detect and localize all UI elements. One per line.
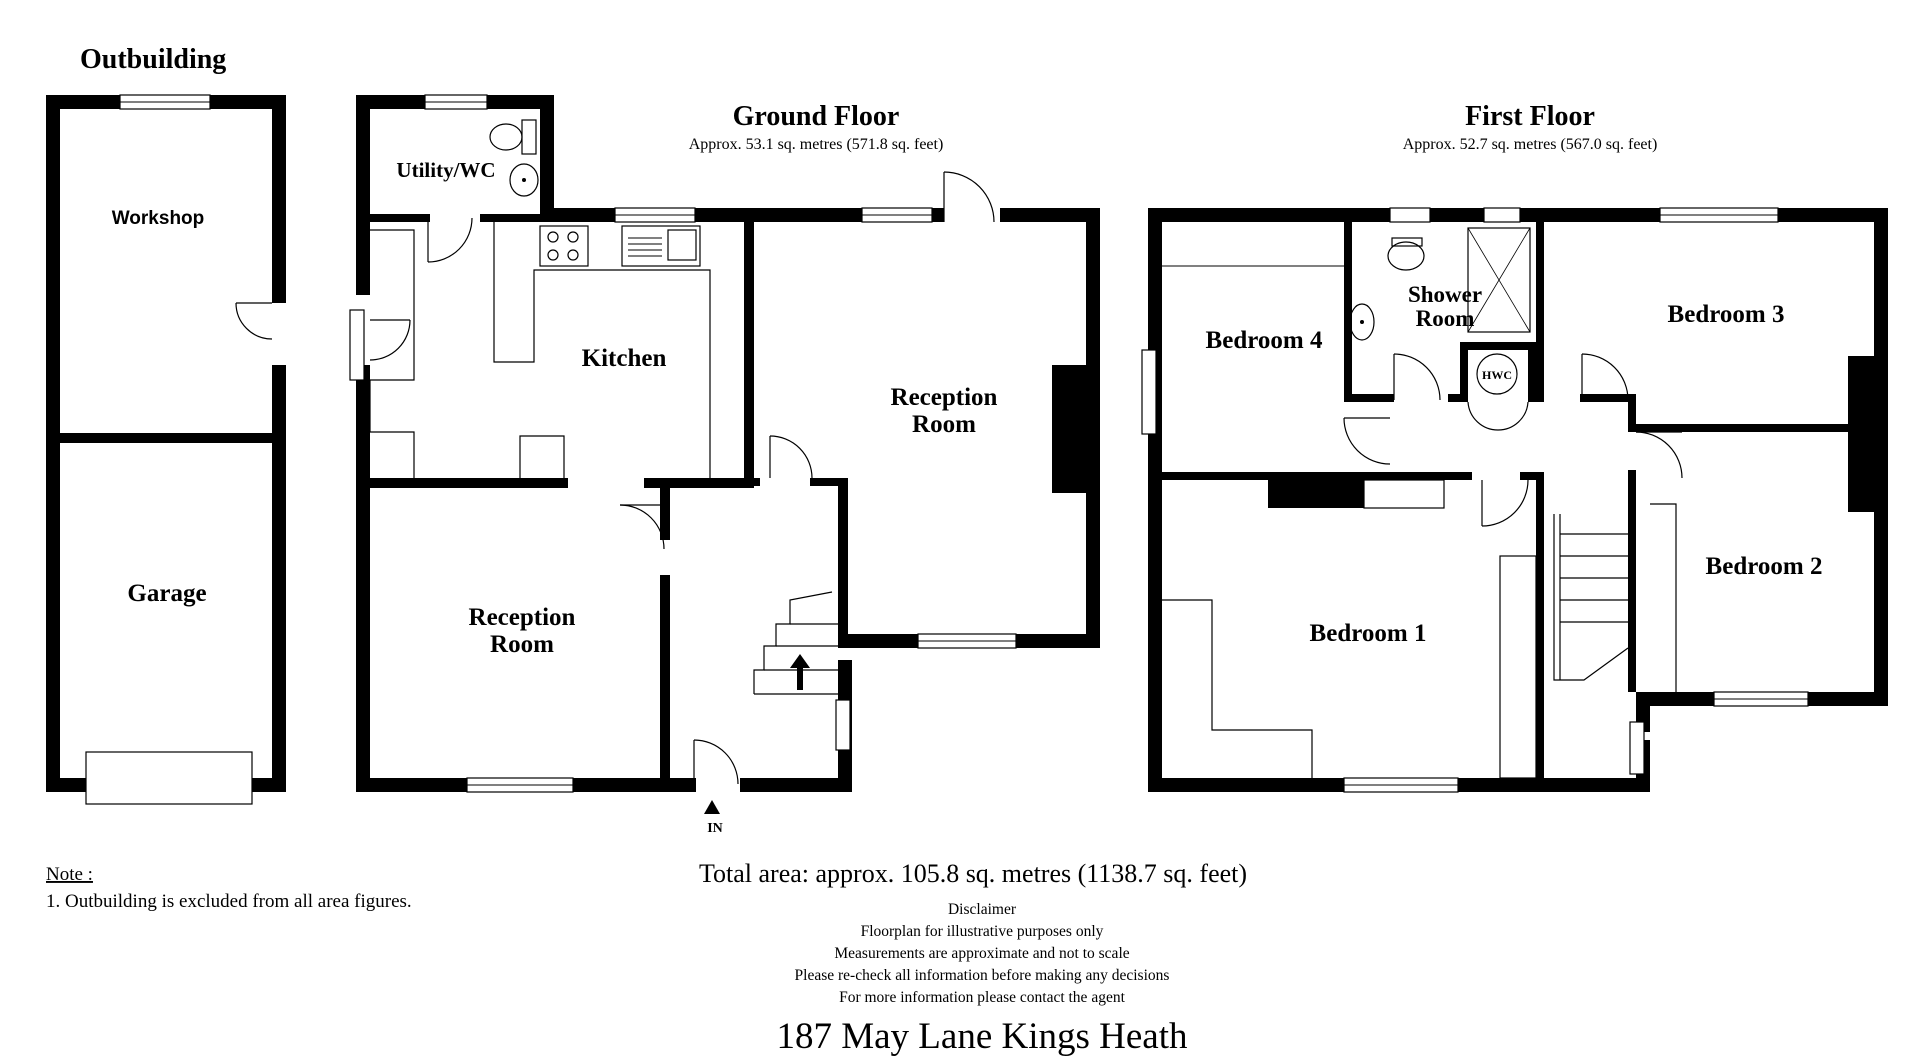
bedroom3-label: Bedroom 3 bbox=[1668, 301, 1785, 328]
kitchen-side-door bbox=[369, 319, 411, 361]
workshop-label: Workshop bbox=[112, 208, 205, 229]
ground-floor-plan bbox=[349, 94, 1100, 814]
workshop-door bbox=[235, 302, 273, 340]
hall-window bbox=[835, 699, 851, 751]
kitchen-label: Kitchen bbox=[582, 345, 667, 372]
hwc-tank bbox=[1476, 353, 1518, 395]
front-reception-label-line2: Room bbox=[490, 631, 554, 658]
bedroom4-label: Bedroom 4 bbox=[1206, 327, 1323, 354]
hall-door-rear bbox=[769, 435, 813, 479]
entrance-label: IN bbox=[707, 821, 723, 836]
hwc-doors bbox=[1467, 401, 1529, 431]
bedroom2-door bbox=[1635, 431, 1683, 479]
disclaimer-line-1: Disclaimer bbox=[948, 901, 1017, 918]
bedroom3-door bbox=[1581, 353, 1629, 401]
property-address: 187 May Lane Kings Heath bbox=[776, 1016, 1188, 1057]
utility-door bbox=[427, 217, 473, 263]
disclaimer-line-4: Please re-check all information before m… bbox=[795, 967, 1170, 984]
bedroom2-label: Bedroom 2 bbox=[1706, 553, 1823, 580]
hall-door-front bbox=[619, 504, 665, 550]
utility-label: Utility/WC bbox=[396, 158, 495, 182]
utility-fixtures bbox=[489, 119, 539, 197]
bedroom4-door bbox=[1343, 417, 1391, 465]
kitchen-side-door-frame bbox=[349, 309, 365, 381]
rear-reception-label-line1: Reception bbox=[891, 384, 998, 411]
disclaimer-line-3: Measurements are approximate and not to … bbox=[834, 945, 1129, 962]
note-line: 1. Outbuilding is excluded from all area… bbox=[46, 891, 412, 912]
first-floor-area: Approx. 52.7 sq. metres (567.0 sq. feet) bbox=[1403, 136, 1658, 153]
disclaimer-line-2: Floorplan for illustrative purposes only bbox=[861, 923, 1104, 940]
ground-floor-title: Ground Floor bbox=[733, 101, 900, 132]
front-reception-label-line1: Reception bbox=[469, 604, 576, 631]
outbuilding-plan bbox=[46, 94, 286, 805]
shower-room-label-line2: Room bbox=[1416, 306, 1475, 331]
bedroom4-window bbox=[1141, 349, 1157, 435]
bedroom1-door bbox=[1481, 479, 1529, 527]
built-in-cupboards bbox=[1162, 265, 1677, 779]
shower-room-label-line1: Shower bbox=[1408, 282, 1482, 307]
disclaimer-line-5: For more information please contact the … bbox=[839, 989, 1125, 1006]
total-area: Total area: approx. 105.8 sq. metres (11… bbox=[699, 859, 1247, 888]
first-floor-title: First Floor bbox=[1465, 101, 1595, 132]
entrance-arrow-icon bbox=[704, 800, 720, 814]
garage-label: Garage bbox=[127, 580, 206, 607]
first-floor-plan bbox=[1141, 207, 1888, 793]
shower-fixtures bbox=[1349, 227, 1531, 341]
garden-door bbox=[943, 171, 995, 223]
stairs bbox=[753, 591, 838, 695]
hwc-label: HWC bbox=[1482, 368, 1512, 382]
kitchen-units bbox=[369, 222, 711, 478]
note-heading: Note : bbox=[46, 864, 93, 885]
shower-window-2 bbox=[1483, 207, 1521, 223]
bedroom1-label: Bedroom 1 bbox=[1310, 620, 1427, 647]
stairs-up-arrow-icon bbox=[790, 654, 810, 690]
ground-floor-area: Approx. 53.1 sq. metres (571.8 sq. feet) bbox=[689, 136, 944, 153]
shower-window-1 bbox=[1389, 207, 1431, 223]
outbuilding-title: Outbuilding bbox=[80, 44, 226, 75]
landing-window bbox=[1629, 721, 1645, 775]
rear-reception-label-line2: Room bbox=[912, 411, 976, 438]
first-floor-stairs bbox=[1553, 514, 1629, 681]
garage-door bbox=[85, 751, 253, 805]
shower-door bbox=[1393, 353, 1441, 401]
front-door bbox=[693, 739, 739, 785]
